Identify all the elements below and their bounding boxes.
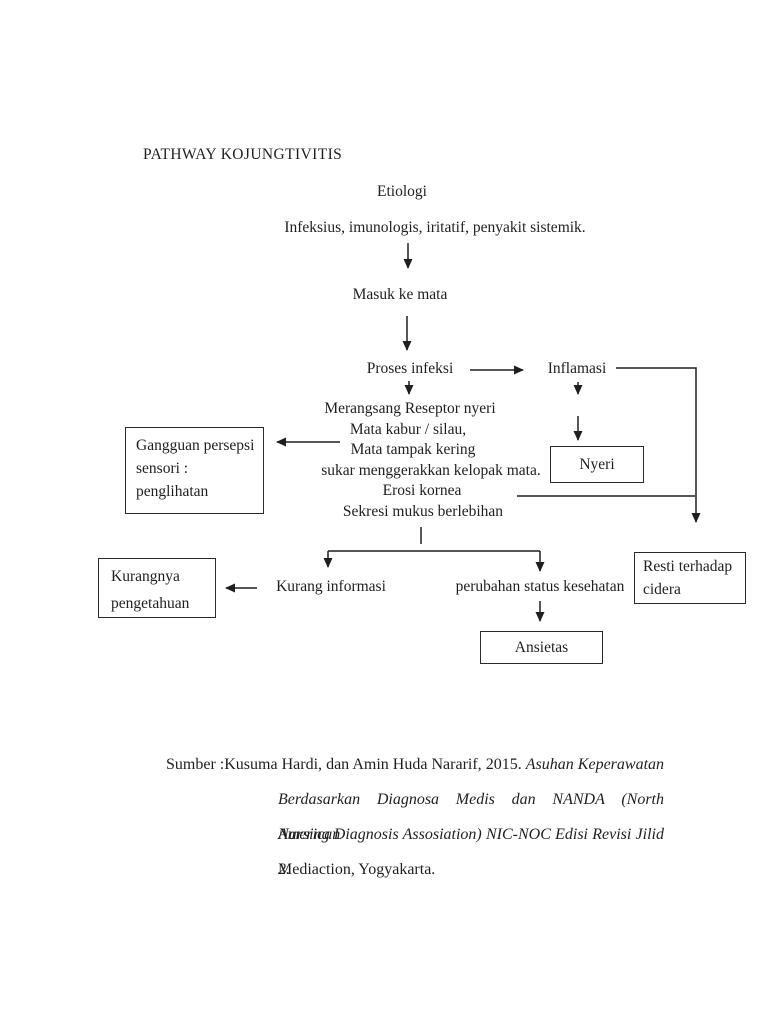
node-perubahan-status: perubahan status kesehatan xyxy=(455,578,625,595)
symptom-sekresi-mukus: Sekresi mukus berlebihan xyxy=(342,503,504,520)
box-ansietas-label: Ansietas xyxy=(514,638,569,656)
box-gangguan-line-3: penglihatan xyxy=(136,483,209,500)
page-title: PATHWAY KOJUNGTIVITIS xyxy=(143,146,343,163)
citation-line-4: Mediaction, Yogyakarta. xyxy=(278,861,436,878)
node-etiologi: Etiologi xyxy=(377,183,427,200)
symptom-erosi-kornea: Erosi kornea xyxy=(382,482,462,499)
citation-line-1-regular: Sumber :Kusuma Hardi, dan Amin Huda Nara… xyxy=(166,756,522,773)
symptom-mata-kabur: Mata kabur / silau, xyxy=(349,421,467,438)
node-kurang-informasi: Kurang informasi xyxy=(276,578,386,595)
citation-line-1-italic: Asuhan Keperawatan xyxy=(525,756,665,773)
box-gangguan-line-1: Gangguan persepsi xyxy=(136,437,255,454)
box-resti-line-2: cidera xyxy=(643,581,681,598)
citation-line-3: Nursing Diagnosis Assosiation) NIC-NOC E… xyxy=(278,826,664,878)
box-nyeri-label: Nyeri xyxy=(579,455,615,473)
box-ansietas: Ansietas xyxy=(480,631,603,664)
box-kurangnya-line-1: Kurangnya xyxy=(111,568,180,585)
node-proses-infeksi: Proses infeksi xyxy=(366,360,454,377)
box-kurangnya-pengetahuan: Kurangnya pengetahuan xyxy=(98,558,216,618)
citation-block: Sumber :Kusuma Hardi, dan Amin Huda Nara… xyxy=(166,747,664,887)
box-gangguan-persepsi: Gangguan persepsi sensori : penglihatan xyxy=(125,427,264,514)
box-nyeri: Nyeri xyxy=(550,446,644,483)
box-resti-cidera: Resti terhadap cidera xyxy=(634,552,746,604)
symptom-merangsang: Merangsang Reseptor nyeri xyxy=(324,400,496,417)
arrow-inflamasi-to-resti xyxy=(616,367,701,523)
node-inflamasi: Inflamasi xyxy=(547,360,607,377)
citation-line-1: Sumber :Kusuma Hardi, dan Amin Huda Nara… xyxy=(166,747,664,782)
box-kurangnya-line-2: pengetahuan xyxy=(111,595,190,612)
box-resti-line-1: Resti terhadap xyxy=(643,558,733,575)
node-causes: Infeksius, imunologis, iritatif, penyaki… xyxy=(284,219,586,236)
node-masuk-ke-mata: Masuk ke mata xyxy=(352,286,448,303)
box-gangguan-line-2: sensori : xyxy=(136,460,189,477)
symptom-mata-kering: Mata tampak kering xyxy=(350,441,476,458)
citation-line-2: Berdasarkan Diagnosa Medis dan NANDA (No… xyxy=(278,791,664,843)
symptom-sukar-kelopak: sukar menggerakkan kelopak mata. xyxy=(321,462,541,479)
